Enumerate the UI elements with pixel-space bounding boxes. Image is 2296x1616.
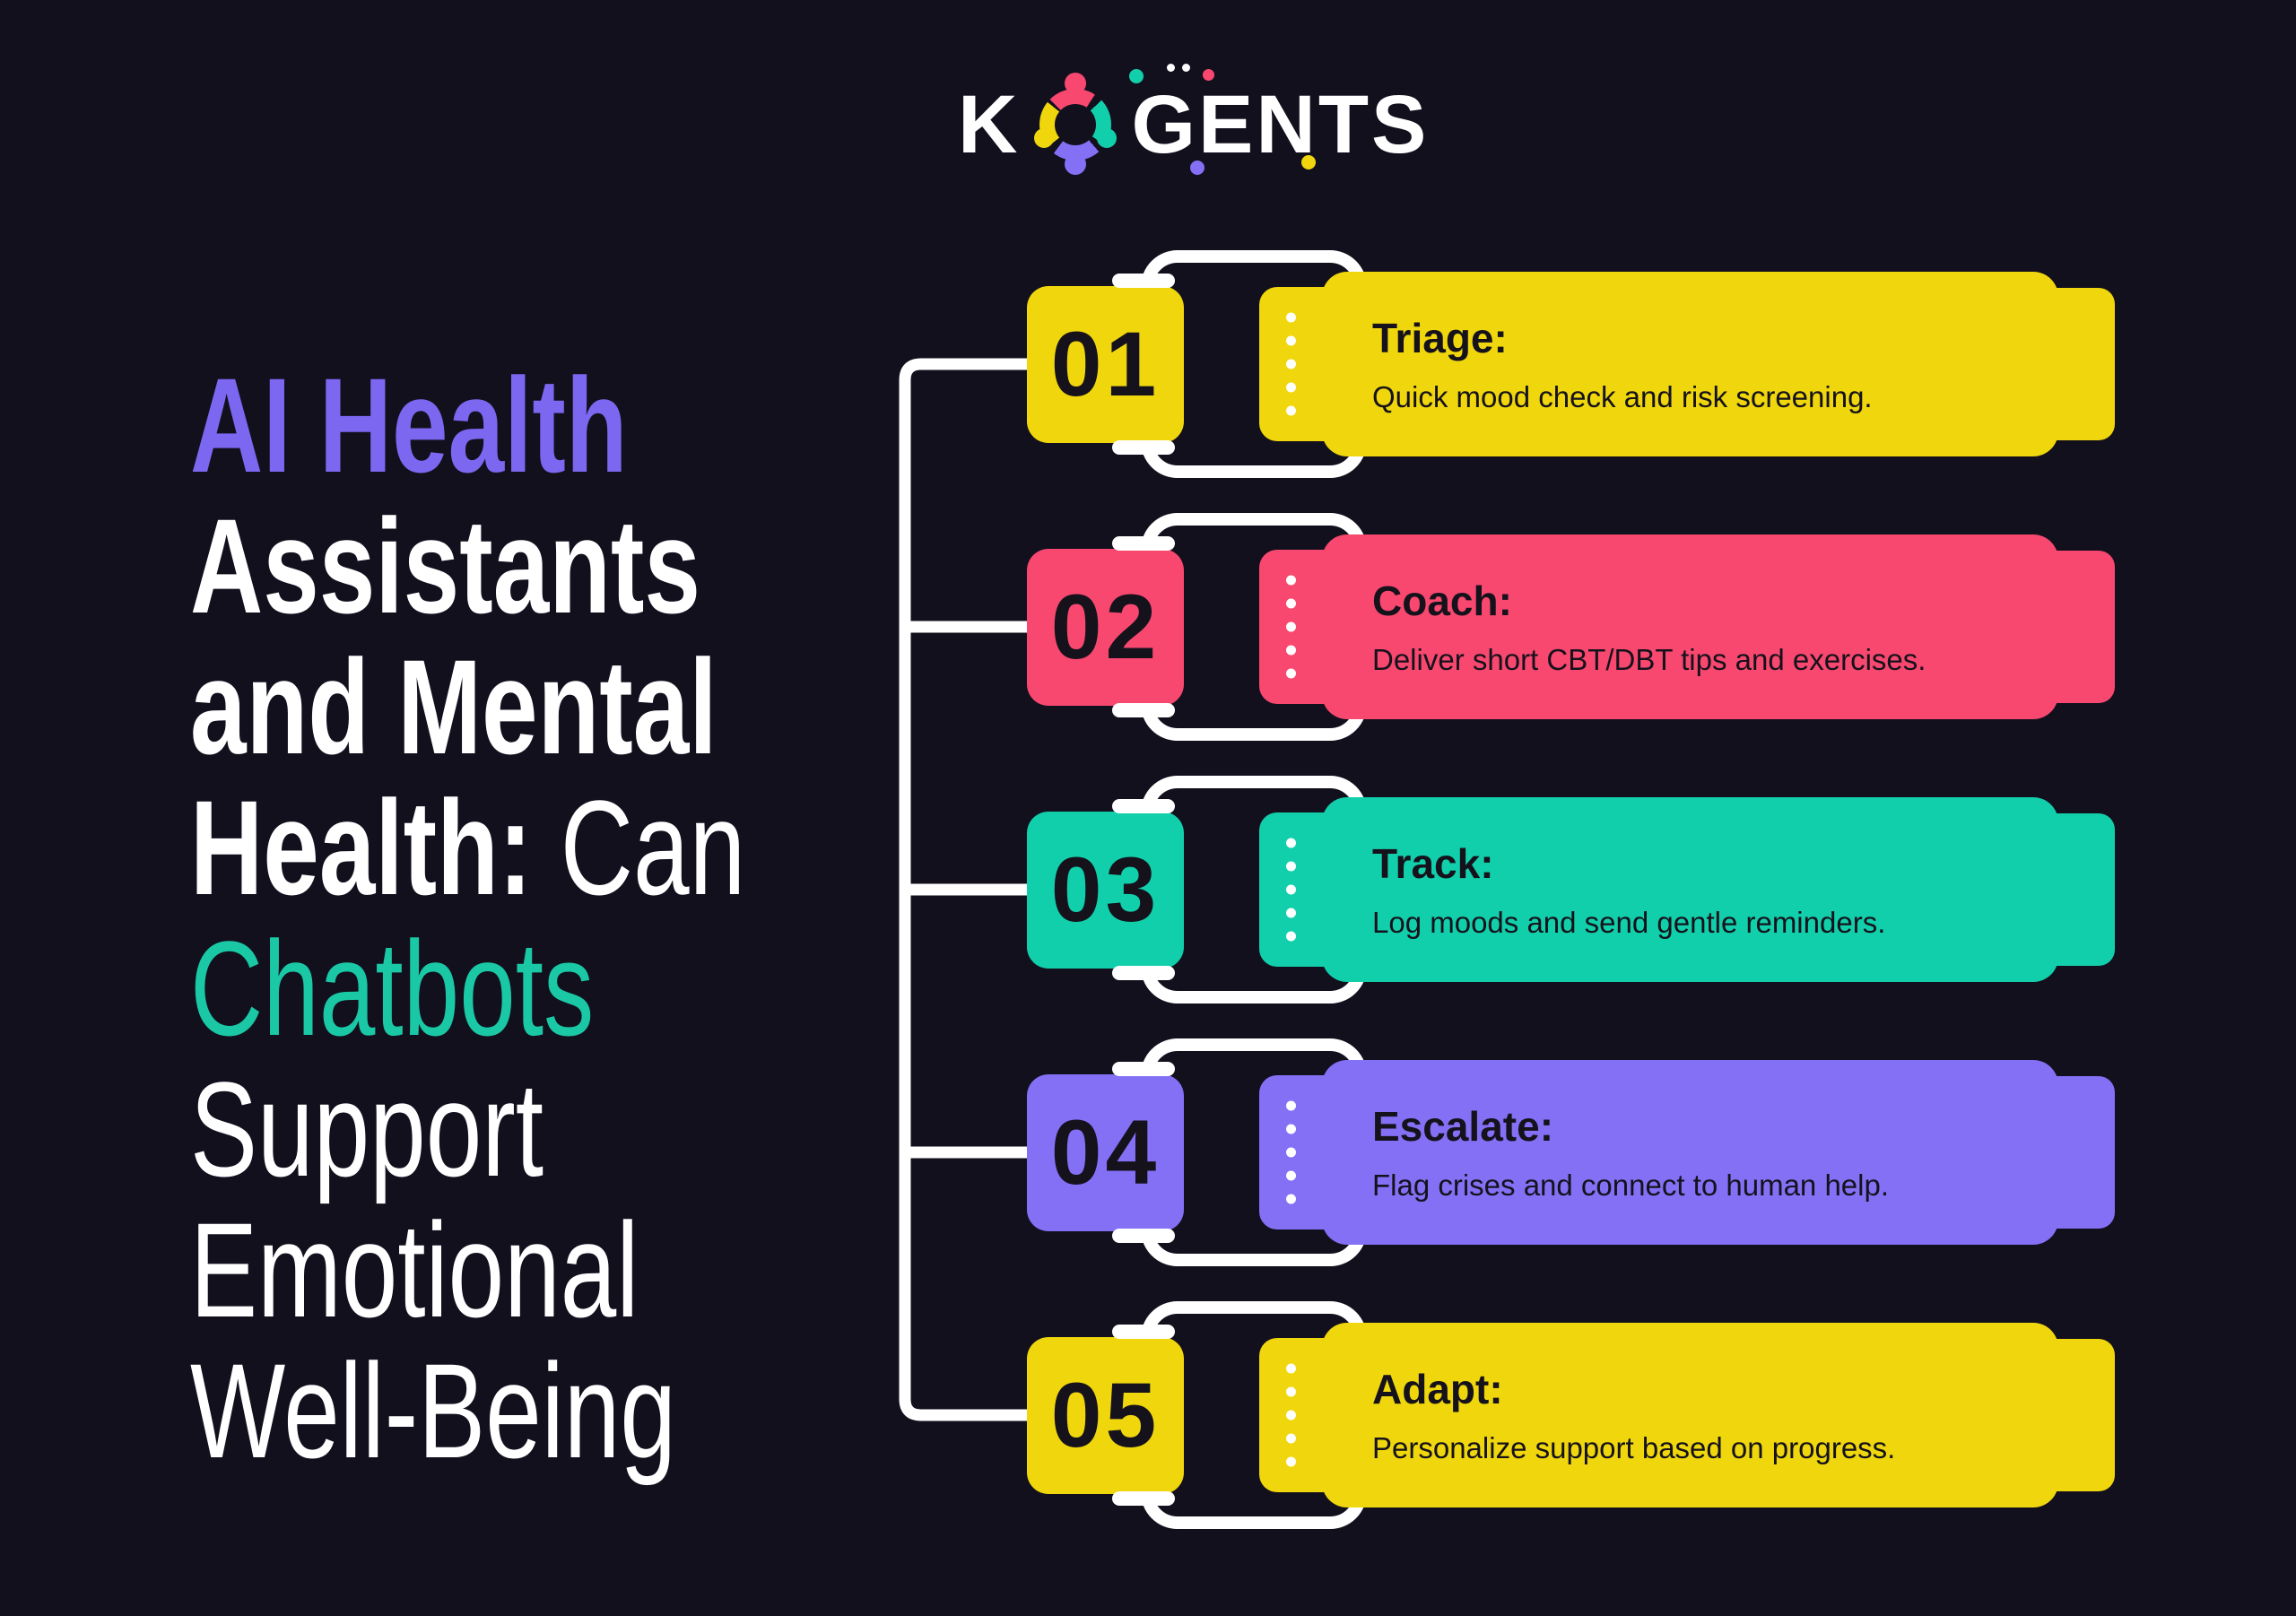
title-line-5: Chatbots [190,913,595,1064]
step-title: Triage: [1372,314,1508,361]
logo-purple-dot-icon [1190,161,1205,175]
brand-logo: K GENTS [958,64,1429,179]
step-number: 03 [1050,838,1161,941]
card-right-tab [2054,551,2115,703]
dotted-line-icon [1286,838,1296,942]
step-number: 02 [1050,576,1161,678]
clip-pill [1112,703,1175,717]
logo-teal-dot-icon [1129,69,1144,83]
page-title: AI Health Assistants and Mental Health:C… [190,355,745,1481]
step-row-3: 03 Track: Log moods and send gentle remi… [0,776,2296,1003]
title-line-7: Emotional [190,1195,639,1345]
step-description: Quick mood check and risk screening. [1372,379,1873,413]
step-card: Track: Log moods and send gentle reminde… [1322,797,2058,982]
step-title: Coach: [1372,577,1512,624]
step-description: Personalize support based on progress. [1372,1430,1896,1464]
step-description: Flag crises and connect to human help. [1372,1168,1890,1202]
step-title: Escalate: [1372,1102,1554,1150]
step-number-box: 05 [1027,1337,1184,1494]
step-title: Track: [1372,839,1494,887]
title-line-3: and Mental [190,631,718,782]
logo-text-k: K [958,79,1021,170]
step-card: Adapt: Personalize support based on prog… [1322,1323,2058,1507]
step-number-box: 04 [1027,1074,1184,1231]
step-description: Log moods and send gentle reminders. [1372,905,1886,939]
title-line-4: Health:Can [190,772,746,923]
person-right-icon [1097,128,1118,148]
logo-yellow-dot-icon [1301,155,1317,169]
step-number: 05 [1050,1364,1161,1466]
clip-pill [1112,1229,1175,1243]
step-description: Deliver short CBT/DBT tips and exercises… [1372,642,1926,676]
step-row-5: 05 Adapt: Personalize support based on p… [0,1301,2296,1529]
person-left-icon [1034,128,1055,148]
card-right-tab [2054,288,2115,440]
clip-pill [1112,536,1175,551]
clip-pill [1112,1325,1175,1339]
dotted-line-icon [1286,1363,1296,1467]
title-line-2: Assistants [190,491,700,641]
step-number-box: 02 [1027,549,1184,706]
title-line-6: Support [190,1054,544,1204]
card-right-tab [2054,813,2115,966]
logo-white-dot-icon [1182,64,1191,72]
card-right-tab [2054,1076,2115,1229]
step-number: 04 [1050,1101,1161,1203]
step-row-4: 04 Escalate: Flag crises and connect to … [0,1038,2296,1266]
logo-text-gents: GENTS [1129,64,1429,175]
clip-pill [1112,440,1175,455]
step-row-1: 01 Triage: Quick mood check and risk scr… [0,250,2296,478]
title-line-8: Well-Being [190,1335,676,1486]
step-number-box: 01 [1027,286,1184,443]
card-right-tab [2054,1339,2115,1491]
logo-people-circle-icon [1029,73,1122,177]
clip-pill [1112,799,1175,813]
step-number-box: 03 [1027,812,1184,969]
dotted-line-icon [1286,1100,1296,1204]
person-top-icon [1065,73,1087,94]
clip-pill [1112,1491,1175,1506]
logo-white-dot-icon [1167,64,1176,72]
logo-pink-dot-icon [1203,69,1215,81]
title-line-1: AI Health [190,350,628,500]
clip-pill [1112,1062,1175,1076]
clip-pill [1112,274,1175,288]
clip-pill [1112,966,1175,980]
step-row-2: 02 Coach: Deliver short CBT/DBT tips and… [0,513,2296,741]
step-number: 01 [1050,313,1161,415]
step-title: Adapt: [1372,1365,1503,1412]
dotted-line-icon [1286,575,1296,679]
step-card: Coach: Deliver short CBT/DBT tips and ex… [1322,534,2058,719]
logo-ring-center [1055,104,1097,145]
dotted-line-icon [1286,312,1296,416]
person-bottom-icon [1065,153,1087,175]
step-card: Triage: Quick mood check and risk screen… [1322,272,2058,456]
step-card: Escalate: Flag crises and connect to hum… [1322,1060,2058,1245]
